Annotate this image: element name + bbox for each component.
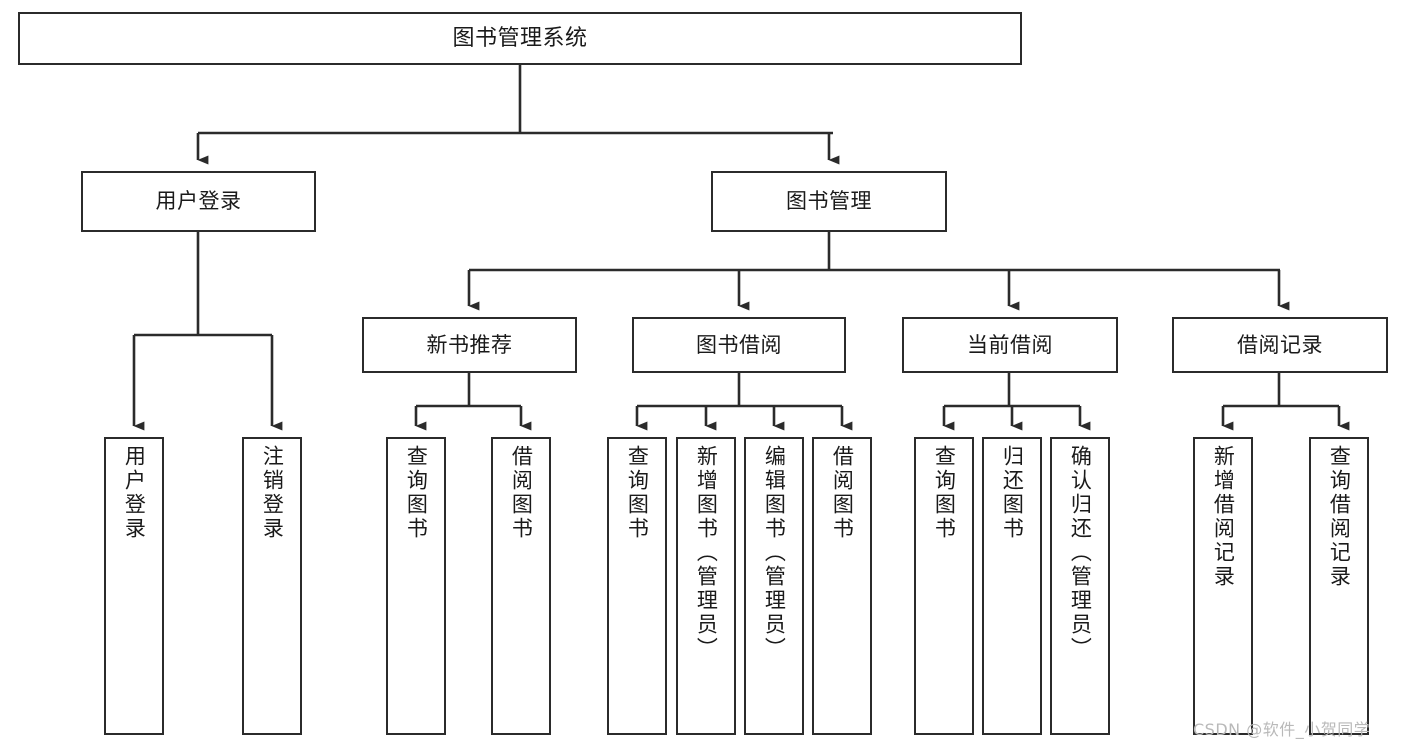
leaf-query-book-borrow-label: 查询图书 xyxy=(625,445,650,541)
node-root[interactable]: 图书管理系统 xyxy=(18,12,1022,65)
node-borrow-record[interactable]: 借阅记录 xyxy=(1172,317,1388,373)
csdn-watermark: CSDN @软件_小贺同学 xyxy=(1193,720,1371,739)
leaf-edit-book-admin[interactable]: 编辑图书（管理员） xyxy=(744,437,804,735)
leaf-query-book-current[interactable]: 查询图书 xyxy=(914,437,974,735)
leaf-return-book-label: 归还图书 xyxy=(1000,445,1025,541)
node-book-management[interactable]: 图书管理 xyxy=(711,171,947,232)
leaf-add-borrow-record-label: 新增借阅记录 xyxy=(1211,445,1236,589)
leaf-add-book-admin[interactable]: 新增图书（管理员） xyxy=(676,437,736,735)
leaf-query-book-recommend[interactable]: 查询图书 xyxy=(386,437,446,735)
leaf-add-borrow-record[interactable]: 新增借阅记录 xyxy=(1193,437,1253,735)
leaf-borrow-book-recommend-label: 借阅图书 xyxy=(509,445,534,541)
node-root-label: 图书管理系统 xyxy=(452,25,588,51)
leaf-confirm-return-admin-label: 确认归还（管理员） xyxy=(1068,445,1093,661)
node-new-book-recommend[interactable]: 新书推荐 xyxy=(362,317,577,373)
leaf-user-login[interactable]: 用户登录 xyxy=(104,437,164,735)
leaf-query-book-current-label: 查询图书 xyxy=(932,445,957,541)
leaf-user-login-label: 用户登录 xyxy=(122,445,147,541)
leaf-query-borrow-record[interactable]: 查询借阅记录 xyxy=(1309,437,1369,735)
leaf-return-book[interactable]: 归还图书 xyxy=(982,437,1042,735)
node-current-borrow-label: 当前借阅 xyxy=(967,332,1053,357)
leaf-query-borrow-record-label: 查询借阅记录 xyxy=(1327,445,1352,589)
leaf-logout[interactable]: 注销登录 xyxy=(242,437,302,735)
node-user-login-label: 用户登录 xyxy=(155,189,242,214)
node-book-borrow[interactable]: 图书借阅 xyxy=(632,317,846,373)
node-book-management-label: 图书管理 xyxy=(786,189,872,214)
node-book-borrow-label: 图书借阅 xyxy=(696,332,782,357)
leaf-logout-label: 注销登录 xyxy=(260,445,285,541)
leaf-borrow-book[interactable]: 借阅图书 xyxy=(812,437,872,735)
leaf-query-book-borrow[interactable]: 查询图书 xyxy=(607,437,667,735)
leaf-query-book-recommend-label: 查询图书 xyxy=(404,445,429,541)
leaf-add-book-admin-label: 新增图书（管理员） xyxy=(694,445,719,661)
node-new-book-recommend-label: 新书推荐 xyxy=(426,332,513,357)
leaf-borrow-book-recommend[interactable]: 借阅图书 xyxy=(491,437,551,735)
node-user-login[interactable]: 用户登录 xyxy=(81,171,316,232)
leaf-confirm-return-admin[interactable]: 确认归还（管理员） xyxy=(1050,437,1110,735)
node-borrow-record-label: 借阅记录 xyxy=(1237,332,1323,357)
node-current-borrow[interactable]: 当前借阅 xyxy=(902,317,1118,373)
leaf-edit-book-admin-label: 编辑图书（管理员） xyxy=(762,445,787,661)
leaf-borrow-book-label: 借阅图书 xyxy=(830,445,855,541)
